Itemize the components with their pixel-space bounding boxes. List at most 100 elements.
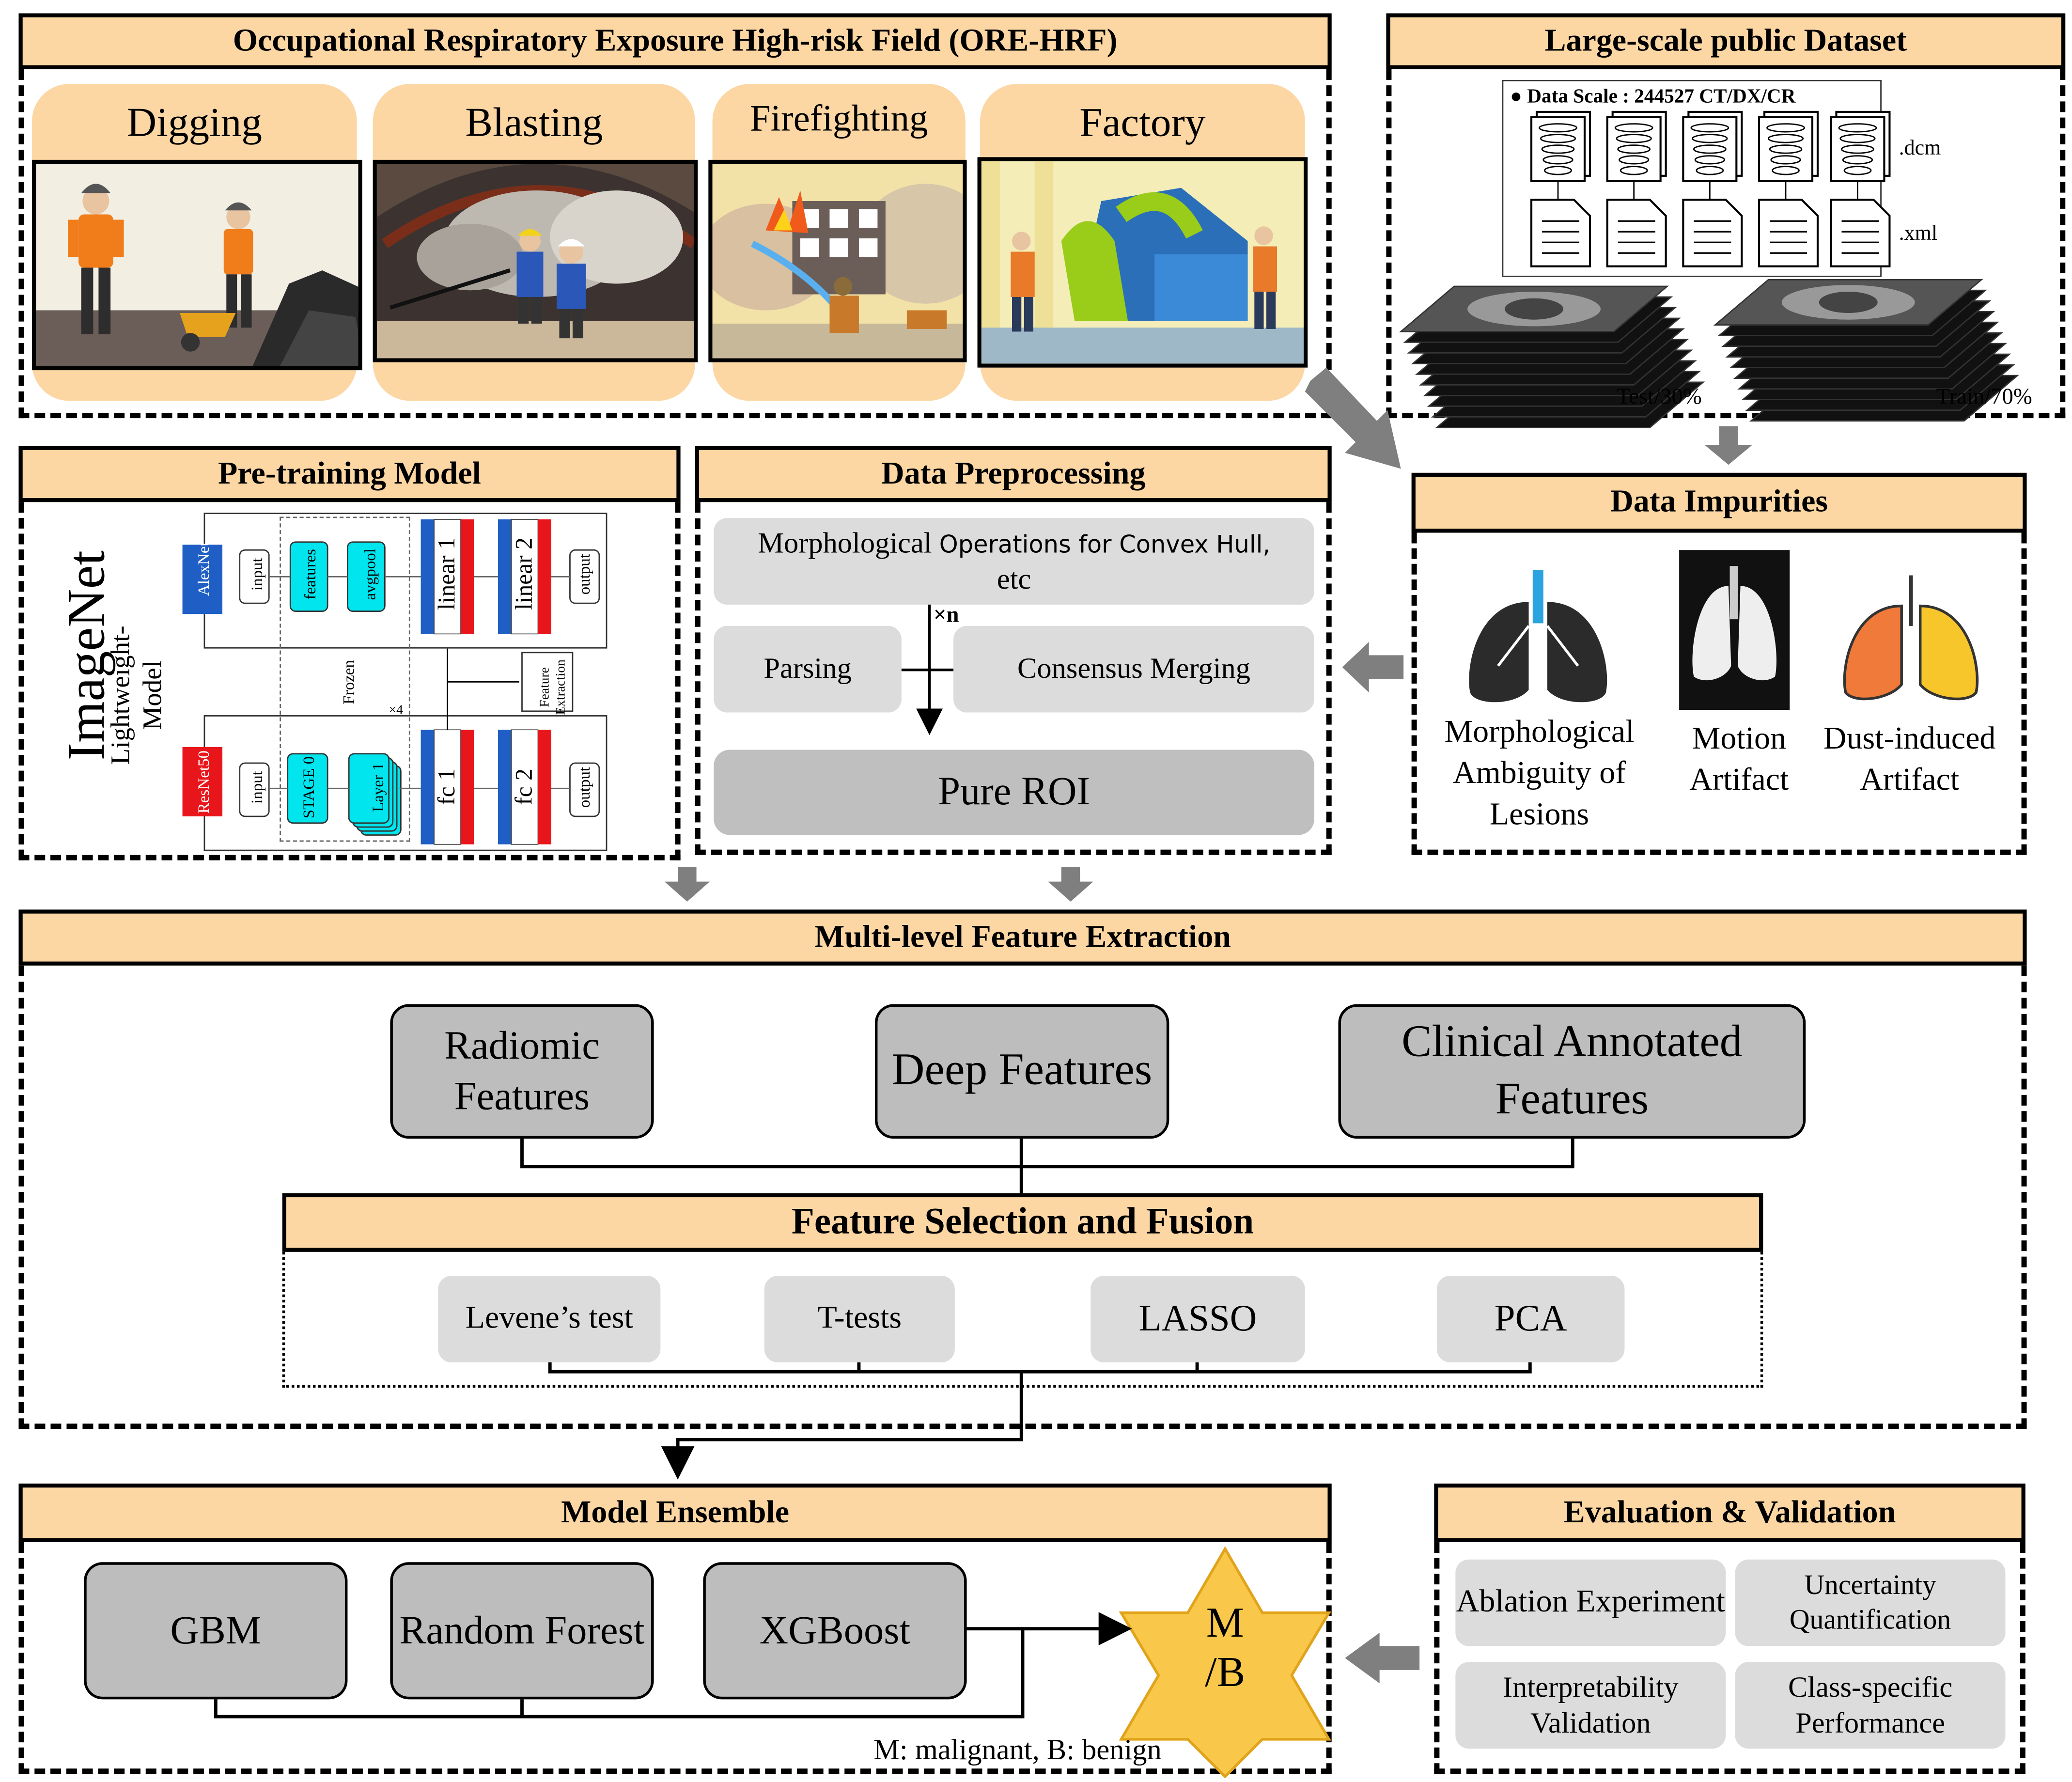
- ore-to-impurities-arrow: [1305, 367, 1401, 469]
- uncertainty-box: Uncertainty Quantification: [1735, 1559, 2006, 1646]
- radiomic-features-label: Radiomic Features: [444, 1024, 600, 1118]
- mb-legend: M: malignant, B: benign: [873, 1733, 1162, 1766]
- ablation-label: Ablation Experiment: [1456, 1585, 1725, 1620]
- frozen-region: [280, 516, 410, 842]
- uncertainty-label: Uncertainty Quantification: [1789, 1569, 1951, 1635]
- ore-panel: [18, 69, 1332, 419]
- dataset-scale: ● Data Scale : 244527 CT/DX/CR: [1510, 85, 1796, 109]
- scene-title-blasting: Blasting: [465, 98, 603, 145]
- parsing-box: Parsing: [714, 625, 902, 713]
- dcm-file-icon: [1530, 110, 1591, 200]
- morph-a: Morphological: [758, 526, 932, 560]
- pretrain-panel: [18, 502, 681, 860]
- impurities-to-preproc-arrow: [1342, 641, 1404, 693]
- xml-file-icon: [1530, 199, 1591, 267]
- gbm-box: GBM: [84, 1562, 348, 1700]
- impurities-header: Data Impurities: [1411, 472, 2027, 533]
- evaluation-title: Evaluation & Validation: [1563, 1495, 1896, 1530]
- clinical-features-label: Clinical Annotated Features: [1402, 1017, 1743, 1124]
- models-merge-line: [214, 1628, 1025, 1719]
- morph-ops-box: Morphological Operations for Convex Hull…: [714, 518, 1314, 605]
- fusion-header: Feature Selection and Fusion: [282, 1193, 1763, 1252]
- resnet-tag: [182, 747, 223, 816]
- firefighting-illustration: [708, 159, 967, 362]
- xn-label: ×n: [933, 602, 959, 627]
- dcm-file-icon: [1830, 110, 1891, 200]
- lungs-lesion-icon: [1469, 570, 1607, 703]
- preproc-title: Data Preprocessing: [881, 456, 1146, 491]
- levene-test-box: Levene’s test: [438, 1276, 661, 1362]
- pretrain-down-arrow: [664, 867, 710, 902]
- consensus-box: Consensus Merging: [953, 625, 1314, 713]
- impurities-title: Data Impurities: [1610, 485, 1828, 519]
- impurity-motion-artifact: Motion Artifact: [1689, 721, 1789, 798]
- scene-title-firefighting: Firefighting: [749, 98, 928, 140]
- output-mb-label: M /B: [1205, 1598, 1246, 1695]
- features-merge-line: [520, 1139, 1574, 1169]
- ensemble-title: Model Ensemble: [561, 1495, 790, 1530]
- class-specific-box: Class-specific Performance: [1735, 1662, 2006, 1749]
- preproc-down-gray-arrow: [1048, 867, 1093, 902]
- pretrain-header: Pre-training Model: [18, 446, 681, 502]
- ablation-box: Ablation Experiment: [1455, 1559, 1726, 1646]
- dcm-file-icon: [1682, 110, 1743, 200]
- clinical-features-box: Clinical Annotated Features: [1338, 1004, 1806, 1139]
- interpretability-label: Interpretability Validation: [1502, 1670, 1679, 1739]
- impurity-morph-ambiguity: Morphological Ambiguity of Lesions: [1444, 715, 1635, 833]
- radiomic-features-box: Radiomic Features: [390, 1004, 654, 1139]
- interpretability-box: Interpretability Validation: [1455, 1662, 1726, 1749]
- lasso-label: LASSO: [1138, 1298, 1257, 1340]
- xml-file-icon: [1830, 199, 1891, 267]
- fusion-to-ensemble-arrow: [661, 1372, 1023, 1480]
- levene-test-label: Levene’s test: [465, 1301, 633, 1336]
- xml-file-icon: [1682, 199, 1743, 267]
- eval-to-star-arrow: [1345, 1632, 1420, 1684]
- test-split-label: Test/30%: [1616, 383, 1702, 409]
- evaluation-panel: [1434, 1542, 2025, 1774]
- consensus-label: Consensus Merging: [1017, 651, 1251, 685]
- random-forest-box: Random Forest: [390, 1562, 654, 1700]
- deep-features-box: Deep Features: [874, 1004, 1169, 1139]
- scene-title-digging: Digging: [126, 98, 262, 145]
- digging-illustration: [31, 159, 362, 371]
- train-split-label: Train/70%: [1936, 383, 2032, 409]
- ore-title: Occupational Respiratory Exposure High-r…: [233, 23, 1118, 58]
- feature-extraction-box: [521, 652, 574, 712]
- impurity-dust-artifact: Dust-induced Artifact: [1823, 721, 1996, 798]
- xgboost-label: XGBoost: [759, 1608, 911, 1653]
- dcm-label: .dcm: [1899, 137, 1941, 160]
- preproc-header: Data Preprocessing: [695, 446, 1332, 502]
- fusion-title: Feature Selection and Fusion: [791, 1201, 1254, 1243]
- pure-roi-box: Pure ROI: [714, 750, 1314, 835]
- ensemble-header: Model Ensemble: [18, 1484, 1332, 1543]
- methods-merge-line: [548, 1362, 1532, 1374]
- dcm-file-icon: [1758, 110, 1819, 200]
- dataset-scale-text: Data Scale : 244527 CT/DX/CR: [1527, 86, 1796, 108]
- morph-c: etc: [997, 561, 1031, 595]
- scene-title-factory: Factory: [1079, 98, 1206, 145]
- factory-illustration: [977, 157, 1308, 368]
- t-tests-box: T-tests: [764, 1276, 955, 1362]
- xml-file-icon: [1758, 199, 1819, 267]
- mfe-header: Multi-level Feature Extraction: [18, 909, 2027, 966]
- impurities-panel: [1411, 532, 2027, 855]
- morph-b: Operations for Convex Hull,: [939, 531, 1271, 560]
- random-forest-label: Random Forest: [399, 1608, 645, 1653]
- t-tests-label: T-tests: [817, 1301, 902, 1336]
- xgboost-box: XGBoost: [703, 1562, 967, 1700]
- deep-features-label: Deep Features: [892, 1046, 1153, 1095]
- gbm-label: GBM: [170, 1608, 262, 1653]
- preproc-panel: [695, 502, 1332, 855]
- test-ct-stack-icon: [1399, 285, 1705, 428]
- motion-artifact-icon: [1679, 550, 1790, 710]
- dataset-header: Large-scale public Dataset: [1386, 13, 2066, 69]
- parsing-label: Parsing: [763, 651, 852, 685]
- dcm-file-icon: [1606, 110, 1667, 200]
- lasso-box: LASSO: [1091, 1276, 1305, 1362]
- dataset-title: Large-scale public Dataset: [1544, 23, 1907, 58]
- pca-box: PCA: [1436, 1276, 1625, 1362]
- x4-label: ×4: [389, 703, 403, 718]
